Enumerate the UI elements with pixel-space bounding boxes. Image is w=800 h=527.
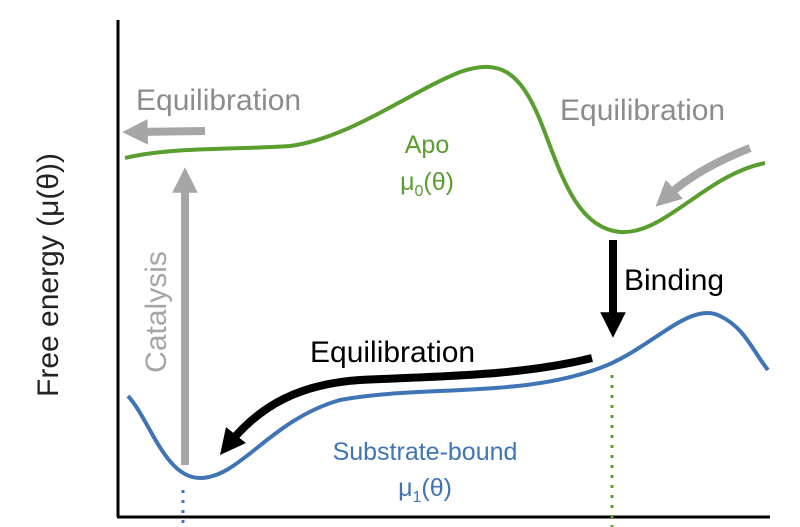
substrate-bound-curve-symbol: μ1(θ) [398, 474, 452, 506]
equilibration-bound-arrow [220, 354, 593, 455]
apo-curve-name: Apo [405, 131, 449, 159]
apo-energy-curve [124, 64, 766, 235]
catalysis-label: Catalysis [140, 251, 173, 373]
binding-label: Binding [624, 264, 724, 297]
equilibration-left-arrow [122, 119, 206, 145]
equilibration-right-label: Equilibration [560, 94, 725, 127]
equilibration-bound-label: Equilibration [310, 336, 475, 369]
substrate-bound-energy-curve [126, 310, 770, 481]
substrate-bound-curve-name: Substrate-bound [333, 438, 518, 466]
apo-curve-symbol: μ0(θ) [400, 168, 454, 200]
equilibration-left-label: Equilibration [136, 84, 301, 117]
equilibration-right-arrow [655, 144, 752, 207]
y-axis-label: Free energy (μ(θ)) [32, 153, 65, 397]
